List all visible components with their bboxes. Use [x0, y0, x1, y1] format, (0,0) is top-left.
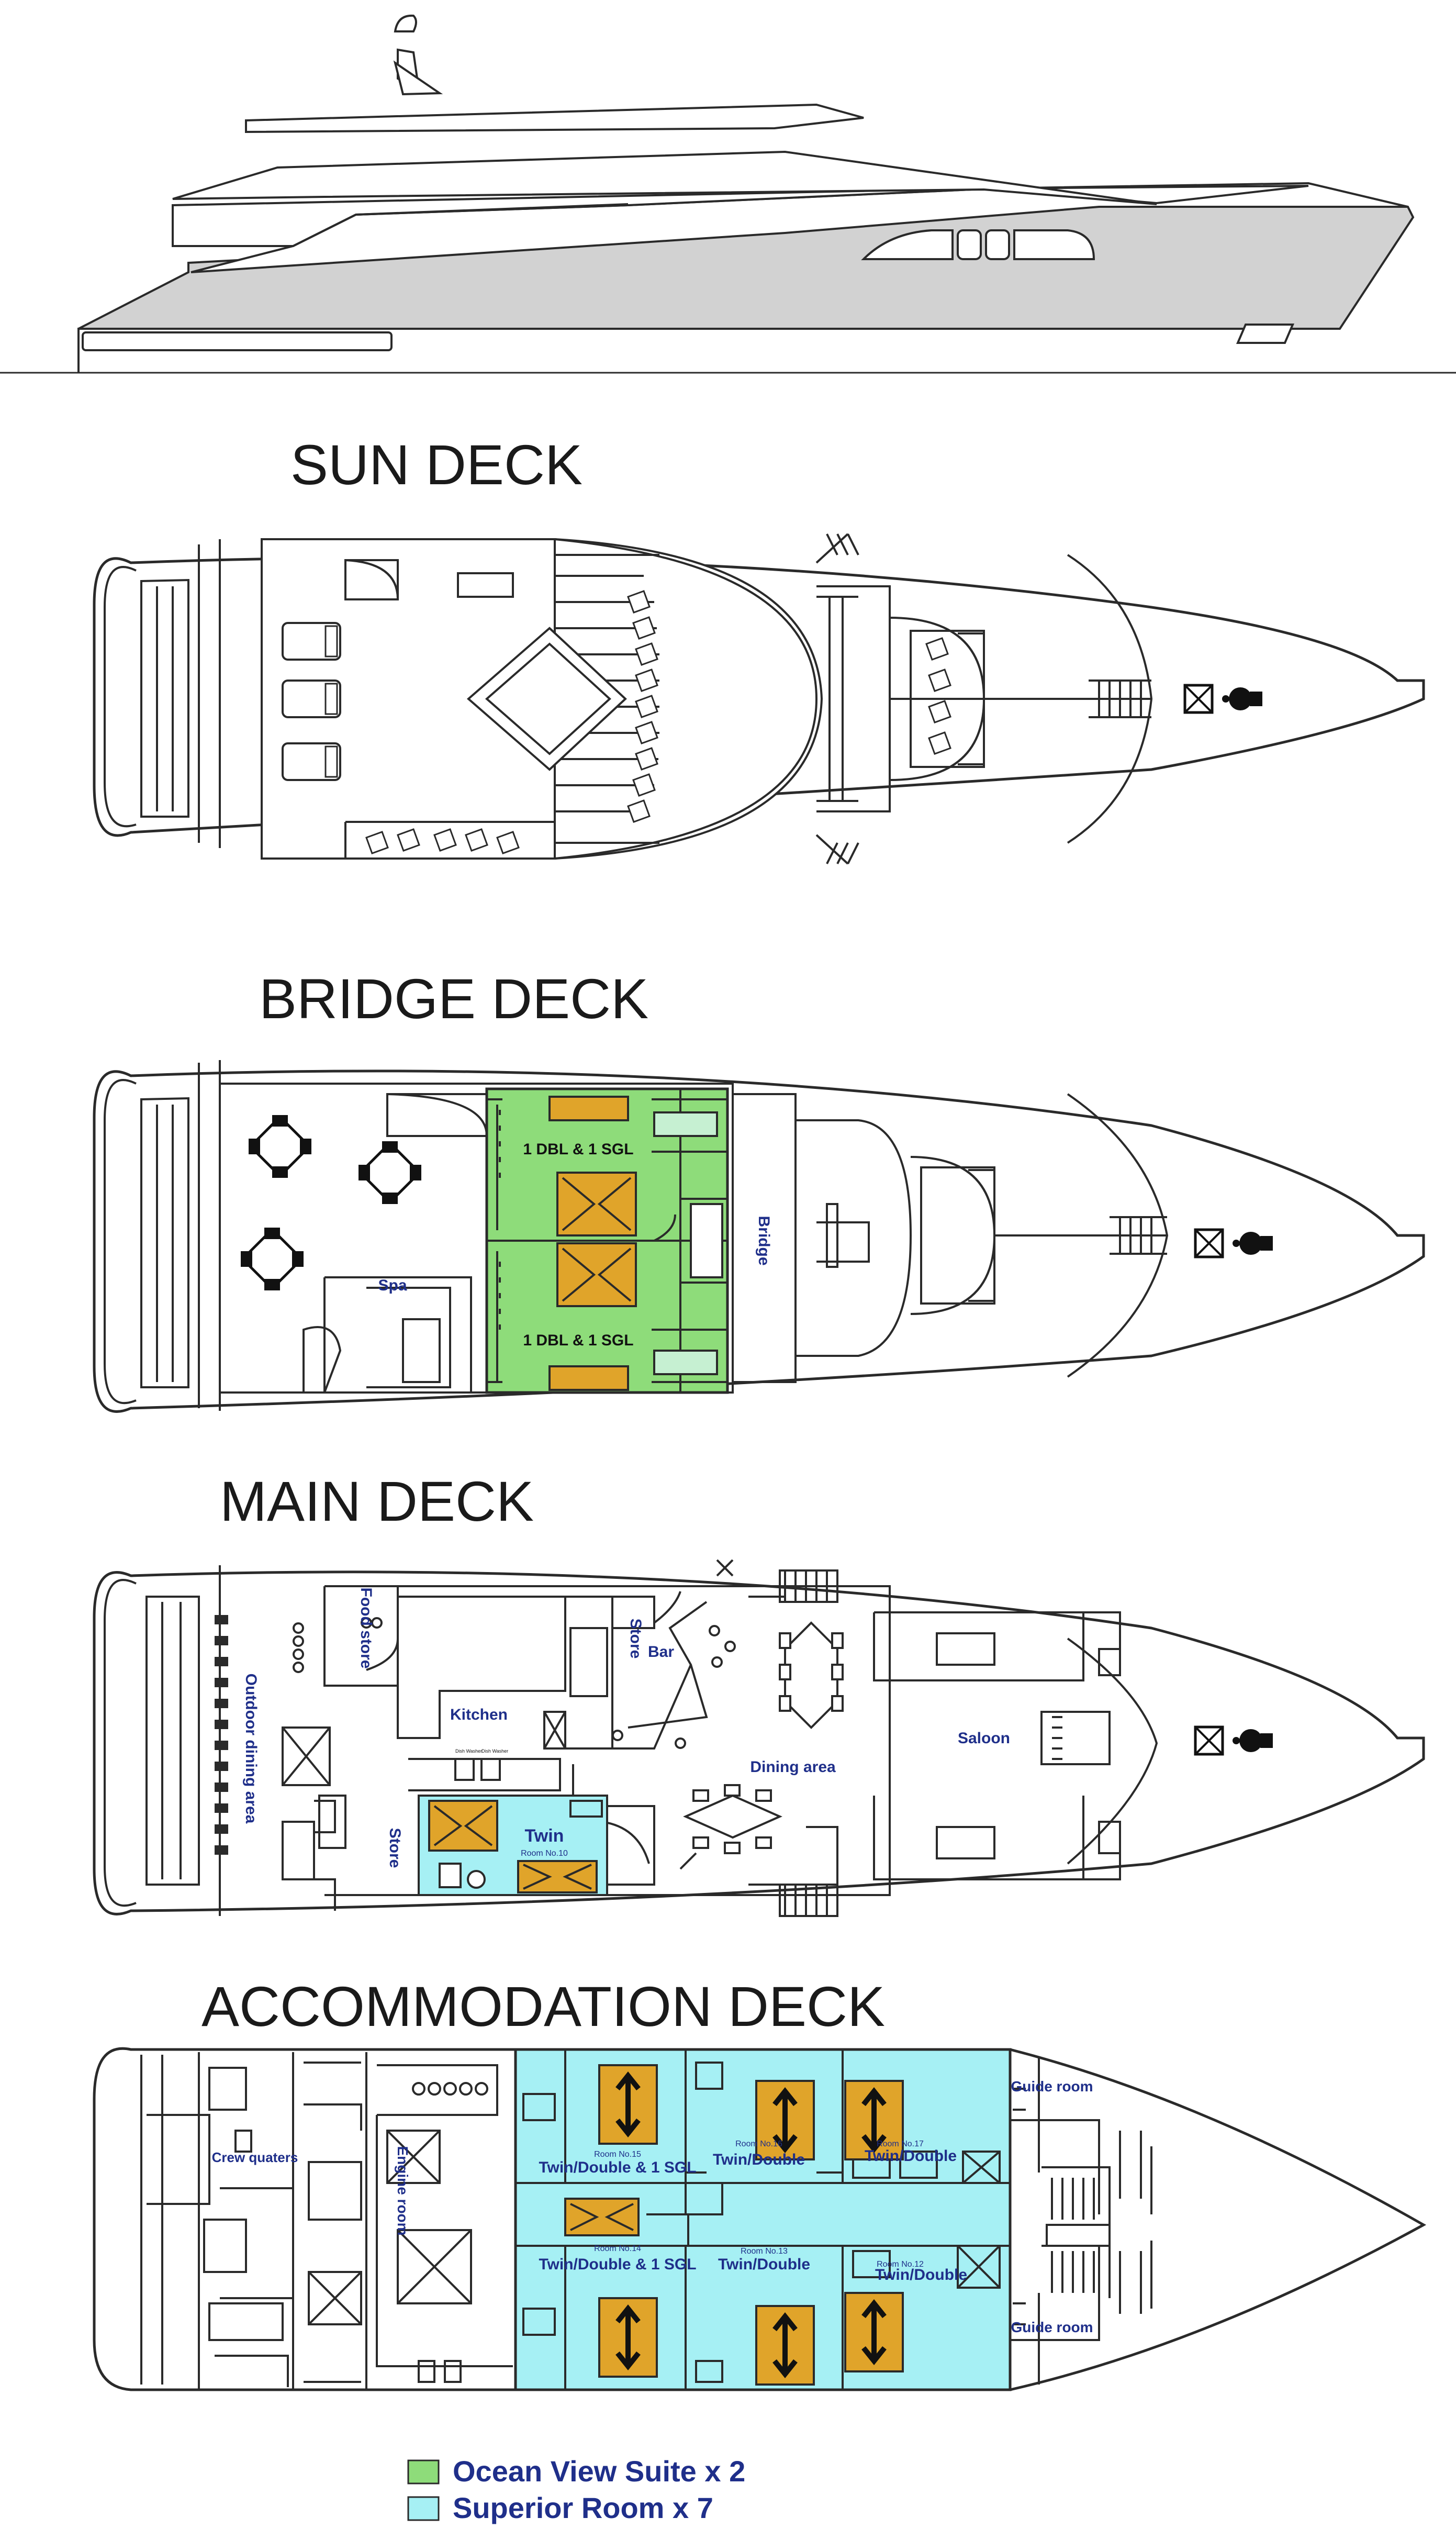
suite-label-upper: 1 DBL & 1 SGL [523, 1141, 633, 1158]
suite-label-lower: 1 DBL & 1 SGL [523, 1332, 633, 1349]
guide-room-top-label: Guide room [1011, 2078, 1093, 2095]
main-deck-fixtures [439, 1758, 603, 1889]
engine-room-label: Engine room [395, 2146, 411, 2235]
legend-label-ocean-view: Ocean View Suite x 2 [453, 2455, 745, 2488]
room-12-number: Room No.12 [877, 2260, 924, 2269]
bridge-label: Bridge [755, 1216, 772, 1265]
room-10-label: Room No.10 [521, 1849, 568, 1858]
deck-title-main: MAIN DECK [220, 1469, 534, 1533]
bridge-suite-details [487, 1089, 729, 1392]
saloon-label: Saloon [958, 1730, 1010, 1747]
bridge-suite-beds [548, 1096, 637, 1391]
accommodation-beds [564, 2065, 903, 2385]
store-bottom-label: Store [386, 1828, 404, 1868]
store-top-label: Store [627, 1619, 644, 1659]
deck-title-bridge: BRIDGE DECK [259, 967, 648, 1030]
deck-title-sun: SUN DECK [290, 433, 583, 496]
room-14-number: Room No.14 [594, 2244, 641, 2253]
dish-washer-label-b: Dish Washer [481, 1748, 508, 1754]
sun-deck-plan [93, 533, 1425, 865]
room-15-type: Twin/Double & 1 SGL [539, 2159, 696, 2176]
bridge-deck-plan [93, 1060, 1425, 1413]
room-13-type: Twin/Double [718, 2256, 810, 2273]
main-deck-crate [282, 1726, 331, 1786]
legend: Ocean View Suite x 2 Superior Room x 7 [407, 2455, 745, 2524]
hull-window [82, 331, 393, 351]
outdoor-rail-bars [215, 1615, 228, 1855]
room-16-type: Twin/Double [713, 2151, 805, 2168]
deck-title-accommodation: ACCOMMODATION DECK [201, 1975, 885, 2038]
spa-label: Spa [378, 1277, 407, 1294]
room-15-number: Room No.15 [594, 2150, 641, 2159]
legend-swatch-superior [407, 2496, 440, 2521]
main-deck-dining-tables [293, 1617, 844, 1854]
outdoor-dining-label: Outdoor dining area [242, 1674, 260, 1824]
bar-label: Bar [648, 1643, 674, 1661]
yacht-profile [0, 14, 1456, 374]
room-17-type: Twin/Double [865, 2147, 957, 2165]
food-store-label: Food store [357, 1588, 375, 1669]
main-deck-room-beds [428, 1800, 598, 1893]
sun-deck-loungers [282, 622, 341, 781]
room-13-number: Room No.13 [741, 2247, 788, 2256]
twin-room-label: Twin [525, 1826, 564, 1846]
dish-washer-label-a: Dish Washer [455, 1748, 482, 1754]
room-16-number: Room No.16 [735, 2140, 782, 2148]
accommodation-deck-details [140, 2049, 1152, 2390]
room-12-type: Twin/Double [875, 2266, 967, 2283]
guide-room-bottom-label: Guide room [1011, 2319, 1093, 2335]
dining-area-label: Dining area [750, 1758, 836, 1776]
room-17-number: Room No.17 [877, 2140, 924, 2148]
room-14-type: Twin/Double & 1 SGL [539, 2256, 696, 2273]
legend-swatch-ocean-view [407, 2459, 440, 2485]
legend-label-superior: Superior Room x 7 [453, 2491, 713, 2524]
crew-quarters-label: Crew quaters [212, 2149, 298, 2165]
kitchen-label: Kitchen [450, 1706, 508, 1723]
